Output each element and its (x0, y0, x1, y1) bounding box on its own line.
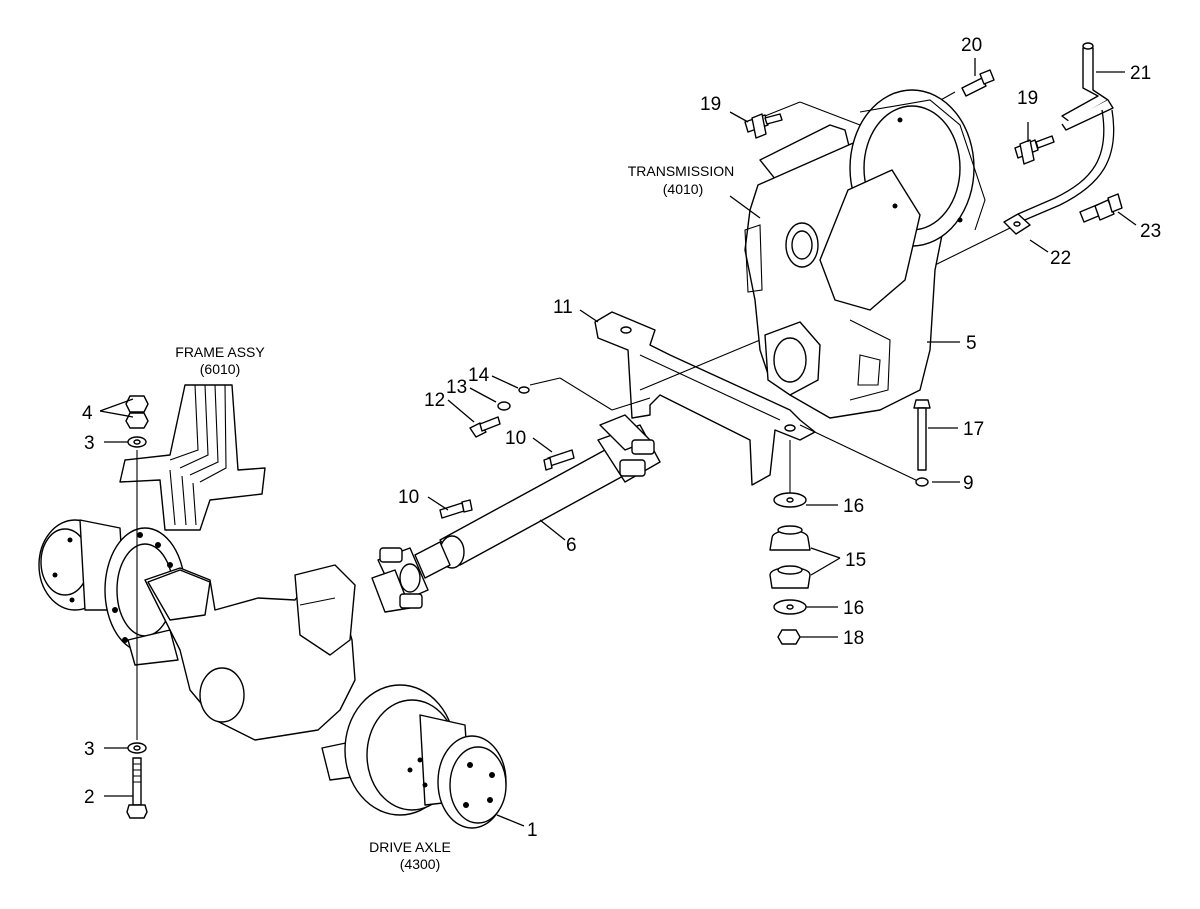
callout-20: 20 (961, 35, 982, 56)
support-bracket (594, 311, 816, 486)
caption-frame-title: FRAME ASSY (175, 344, 265, 360)
callout-10-lower: 10 (398, 487, 419, 508)
guide-lines (529, 91, 1011, 495)
callout-18: 18 (843, 628, 864, 649)
callout-10-upper: 10 (505, 428, 526, 449)
caption-transmission-title: TRANSMISSION (628, 163, 735, 179)
callout-4: 4 (82, 403, 93, 424)
callout-22: 22 (1050, 248, 1071, 269)
drive-shaft (371, 414, 661, 613)
callout-13: 13 (446, 377, 467, 398)
callout-12: 12 (424, 390, 445, 411)
callout-numbers: 4 3 3 2 1 5 6 9 10 10 11 12 13 14 15 16 … (82, 35, 1161, 841)
caption-axle-code: (4300) (400, 856, 440, 872)
callout-6: 6 (566, 535, 577, 556)
caption-axle-title: DRIVE AXLE (369, 839, 451, 855)
frame-assembly (119, 384, 266, 531)
caption-frame-code: (6010) (200, 361, 240, 377)
callout-3-bottom: 3 (84, 739, 95, 760)
callout-1: 1 (527, 820, 538, 841)
transmission (744, 89, 986, 419)
callout-19-right: 19 (1017, 88, 1038, 109)
shaft-bolts (439, 449, 575, 519)
callout-leaders (99, 58, 1137, 827)
caption-transmission-code: (4010) (663, 181, 703, 197)
callout-14: 14 (468, 365, 490, 386)
drive-axle (38, 519, 507, 829)
callout-5: 5 (966, 333, 977, 354)
mount-isolator-stack (769, 399, 931, 645)
callout-23: 23 (1140, 221, 1161, 242)
bolt-20 (961, 69, 995, 97)
bracket-fasteners (469, 386, 530, 438)
callout-16-upper: 16 (843, 496, 864, 517)
callout-3-top: 3 (84, 433, 95, 454)
callout-17: 17 (963, 419, 984, 440)
callout-21: 21 (1130, 63, 1151, 84)
callout-16-lower: 16 (843, 598, 864, 619)
callout-2: 2 (84, 787, 95, 808)
bolt-19-left (744, 113, 783, 139)
bolt-19-right (1014, 135, 1055, 165)
callout-11: 11 (553, 297, 573, 318)
callout-9: 9 (963, 473, 974, 494)
callout-19-left: 19 (700, 94, 721, 115)
assembly-captions: TRANSMISSION (4010) FRAME ASSY (6010) DR… (175, 163, 734, 872)
callout-15: 15 (845, 550, 866, 571)
dipstick-tube (1003, 42, 1123, 235)
mounting-bolt-stack (125, 395, 149, 819)
